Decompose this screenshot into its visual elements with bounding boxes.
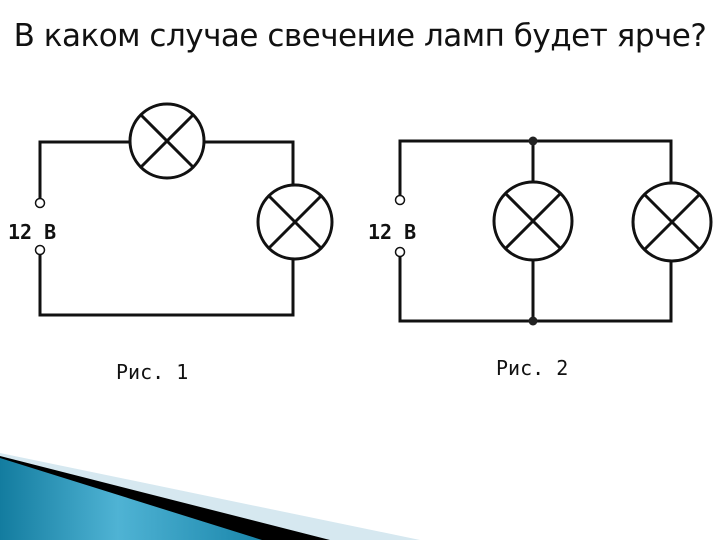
- junction-icon: [528, 316, 538, 326]
- wire: [38, 140, 130, 203]
- wire: [204, 140, 295, 186]
- corner-decoration: [0, 453, 420, 540]
- terminal-icon: [394, 194, 406, 206]
- wire: [398, 256, 673, 323]
- junction-icon: [528, 136, 538, 146]
- wire: [398, 139, 673, 197]
- terminal-icon: [394, 246, 406, 258]
- lamp-icon: [631, 181, 713, 263]
- wire: [38, 255, 295, 317]
- terminal-icon: [34, 244, 46, 256]
- figure-2-caption: Рис. 2: [496, 356, 569, 380]
- source-voltage-label-fig2: 12 В: [368, 220, 417, 244]
- lamp-icon: [492, 180, 574, 262]
- terminal-icon: [34, 197, 46, 209]
- figure-1-series-circuit: [34, 102, 334, 317]
- lamp-icon: [256, 183, 334, 261]
- lamp-icon: [128, 102, 206, 180]
- figure-1-caption: Рис. 1: [116, 360, 189, 384]
- slide-title: В каком случае свечение ламп будет ярче?: [13, 18, 707, 54]
- source-voltage-label-fig1: 12 В: [8, 220, 57, 244]
- figure-2-parallel-circuit: [394, 136, 713, 326]
